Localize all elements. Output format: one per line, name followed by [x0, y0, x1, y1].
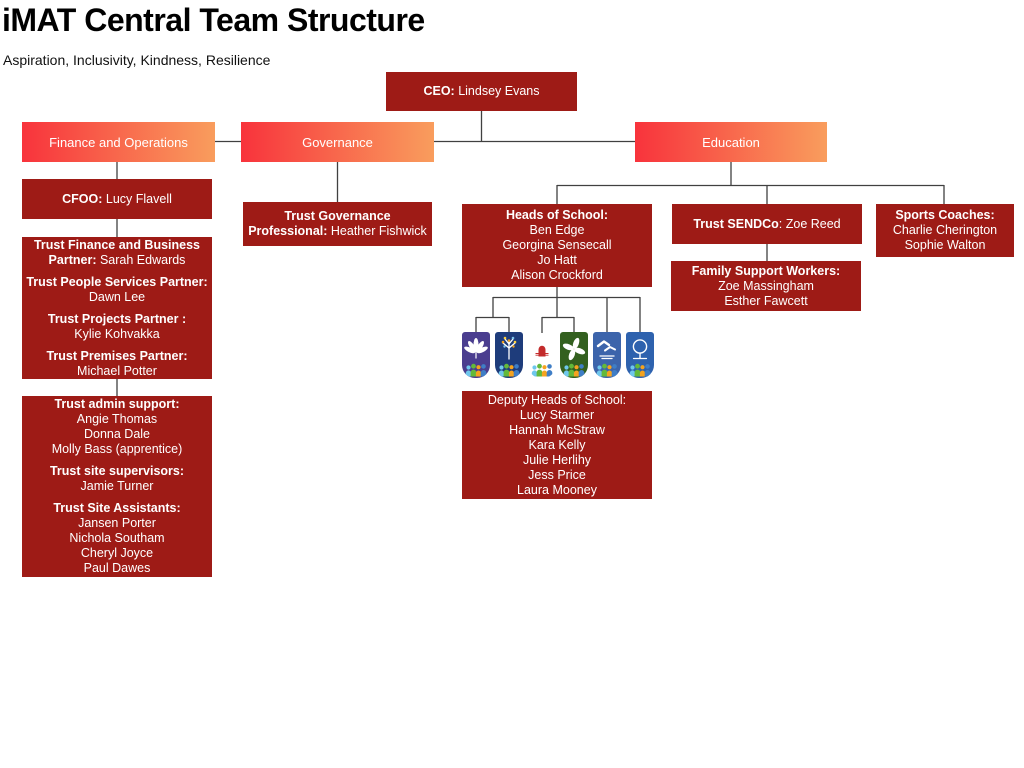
cfoo-name: Lucy Flavell [105, 191, 172, 206]
dept-education-label: Education [702, 134, 760, 150]
school-crest-chestnut-leaf [462, 332, 490, 378]
school-crest-fruit-tree [495, 332, 523, 378]
chestnut-leaf-icon [464, 338, 488, 377]
heads-of-school-box: Heads of School: Ben Edge Georgina Sense… [462, 204, 652, 287]
dept-finance-label: Finance and Operations [49, 134, 188, 150]
dept-governance-label: Governance [302, 134, 373, 150]
trust-support-box: Trust admin support: Angie Thomas Donna … [22, 396, 212, 577]
tunnel-arch-icon [531, 340, 553, 377]
cfoo-box: CFOO: Lucy Flavell [22, 179, 212, 219]
dept-finance-operations: Finance and Operations [22, 122, 215, 162]
oak-tree-icon [629, 339, 651, 377]
school-crest-oak-tree [626, 332, 654, 378]
partner-premises: Trust Premises Partner: Michael Potter [46, 348, 188, 378]
family-support-box: Family Support Workers: Zoe Massingham E… [671, 261, 861, 311]
dept-governance: Governance [241, 122, 434, 162]
site-assistants-group: Trust Site Assistants: Jansen Porter Nic… [53, 501, 181, 575]
sports-coaches-box: Sports Coaches: Charlie Cherington Sophi… [876, 204, 1014, 257]
deputy-heads-box: Deputy Heads of School: Lucy Starmer Han… [462, 391, 652, 499]
fruit-tree-icon [498, 336, 520, 377]
partner-people-services: Trust People Services Partner: Dawn Lee [26, 274, 208, 304]
partner-projects: Trust Projects Partner : Kylie Kohvakka [47, 311, 187, 341]
school-crest-tunnel-arch [528, 332, 556, 378]
governance-professional-box: Trust Governance Professional: Heather F… [243, 202, 432, 246]
leaf-cluster-icon [562, 337, 586, 377]
flying-swans-icon [596, 340, 618, 377]
cfoo-role: CFOO: [62, 191, 103, 206]
ceo-box: CEO: Lindsey Evans [386, 72, 577, 111]
dept-education: Education [635, 122, 827, 162]
partner-finance-business: Trust Finance and Business Partner: Sara… [33, 237, 200, 267]
site-supervisors-group: Trust site supervisors: Jamie Turner [49, 464, 185, 493]
page-title: iMAT Central Team Structure [2, 2, 425, 38]
trust-partners-box: Trust Finance and Business Partner: Sara… [22, 237, 212, 379]
school-crest-flying-swans [593, 332, 621, 378]
trust-sendco-box: Trust SENDCo: Zoe Reed [672, 204, 862, 244]
cfoo-label: CFOO: Lucy Flavell [62, 192, 172, 207]
sendco-label: Trust SENDCo: Zoe Reed [693, 216, 841, 231]
page-subtitle: Aspiration, Inclusivity, Kindness, Resil… [3, 52, 271, 68]
school-crest-leaf-cluster [560, 332, 588, 378]
admin-support-group: Trust admin support: Angie Thomas Donna … [51, 397, 183, 456]
ceo-label: CEO: Lindsey Evans [423, 84, 539, 99]
ceo-name: Lindsey Evans [458, 84, 540, 98]
ceo-role: CEO: [423, 84, 455, 98]
